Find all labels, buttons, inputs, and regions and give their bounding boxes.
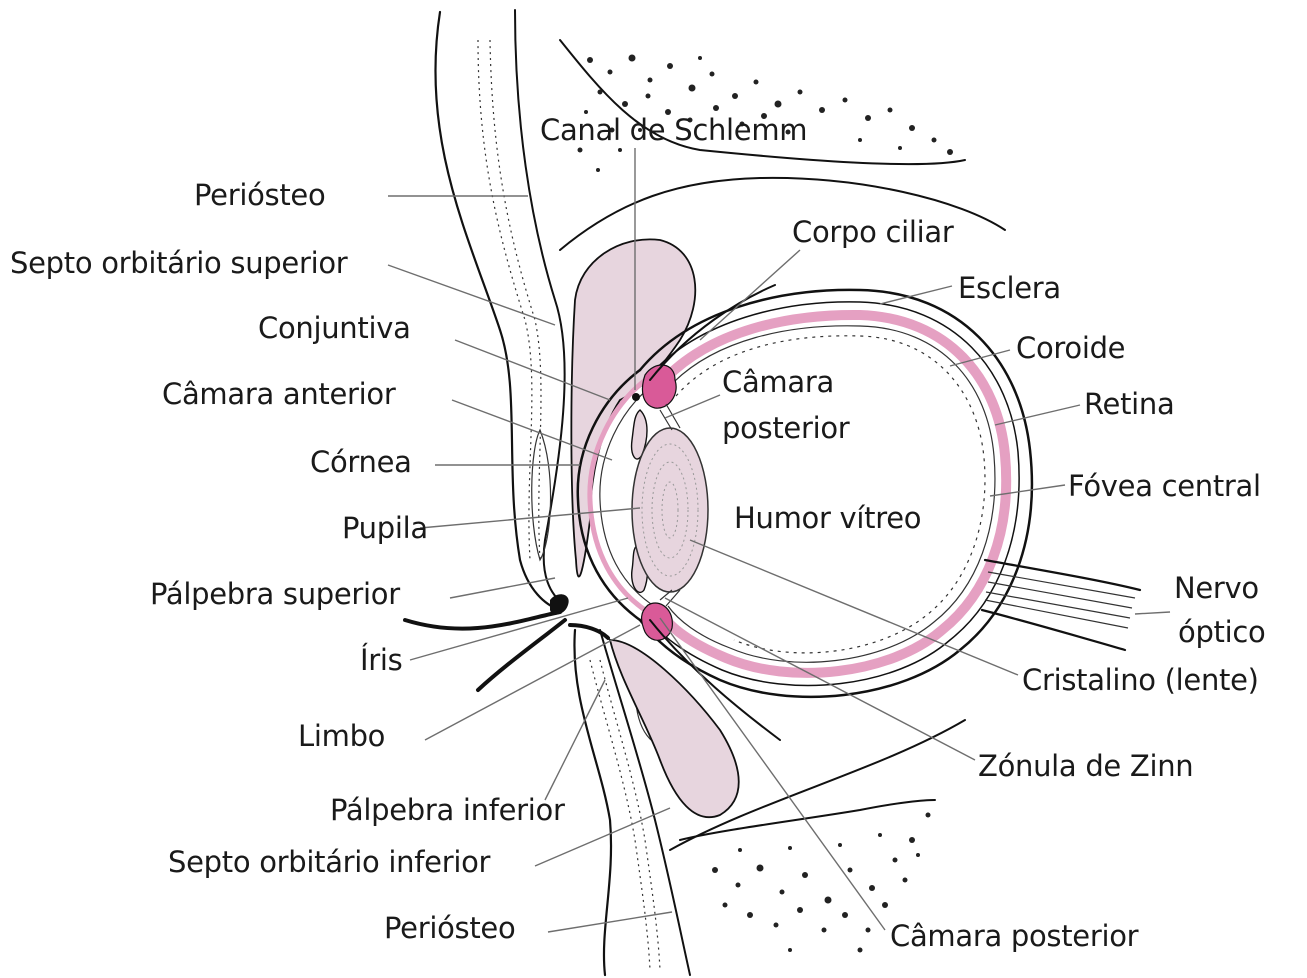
orbital-bone-upper	[560, 40, 965, 172]
eyelashes	[405, 594, 608, 690]
label-conjuntiva: Conjuntiva	[258, 311, 411, 345]
optic-nerve	[982, 560, 1140, 650]
label-palpebra-inferior: Pálpebra inferior	[330, 793, 565, 827]
label-limbo: Limbo	[298, 719, 385, 753]
eyelid-upper	[435, 10, 565, 610]
label-pupila: Pupila	[342, 511, 428, 545]
label-esclera: Esclera	[958, 271, 1061, 305]
label-camara-posterior-bottom: Câmara posterior	[890, 919, 1139, 953]
label-cornea: Córnea	[310, 445, 412, 479]
ciliary-body-lower	[642, 603, 673, 640]
label-retina: Retina	[1084, 387, 1174, 421]
label-cristalino: Cristalino (lente)	[1022, 663, 1259, 697]
label-septo-orbitario-superior: Septo orbitário superior	[10, 246, 348, 280]
label-coroide: Coroide	[1016, 331, 1125, 365]
label-canal-de-schlemm: Canal de Schlemm	[540, 113, 807, 147]
label-palpebra-superior: Pálpebra superior	[150, 577, 400, 611]
label-corpo-ciliar: Corpo ciliar	[792, 215, 954, 249]
label-zonula-de-zinn: Zónula de Zinn	[978, 749, 1193, 783]
label-humor-vitreo: Humor vítreo	[734, 501, 921, 535]
label-periosteo-top: Periósteo	[194, 178, 325, 212]
label-septo-orbitario-inferior: Septo orbitário inferior	[168, 845, 491, 879]
upper-lid-tarsus	[532, 430, 551, 560]
label-camara-anterior: Câmara anterior	[162, 377, 396, 411]
label-fovea-central: Fóvea central	[1068, 469, 1261, 503]
label-periosteo-bottom: Periósteo	[384, 911, 515, 945]
label-nervo-optico-line1: Nervo	[1174, 571, 1259, 605]
crystalline-lens	[632, 428, 708, 592]
label-camara-posterior-line1: Câmara	[722, 365, 834, 399]
label-nervo-optico-line2: óptico	[1178, 615, 1265, 649]
label-iris: Íris	[360, 643, 402, 677]
label-camara-posterior-line2: posterior	[722, 411, 850, 445]
